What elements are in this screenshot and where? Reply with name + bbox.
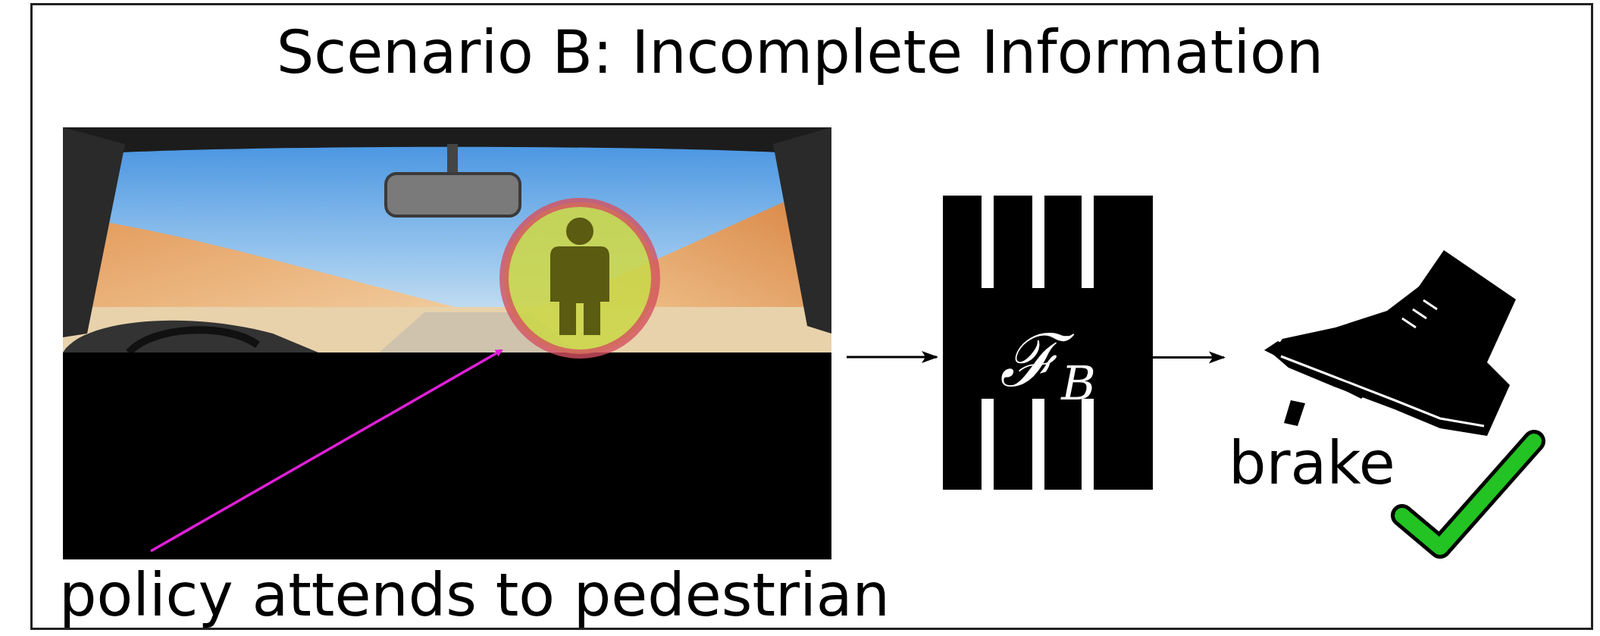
brake-action: brake [1224, 227, 1543, 516]
notch [1032, 195, 1045, 289]
notch [1081, 398, 1094, 490]
policy-symbol: ℱ [999, 318, 1060, 404]
policy-subscript: B [1061, 355, 1096, 411]
policy-box: ℱB [942, 195, 1153, 490]
notch [981, 398, 994, 490]
flow-arrow [1152, 356, 1225, 359]
callout-label: policy attends to pedestrian [59, 565, 890, 625]
action-label: brake [1228, 433, 1396, 493]
notch [1081, 195, 1094, 289]
title: Scenario B: Incomplete Information [0, 22, 1600, 82]
formula: ℱB [942, 307, 1153, 411]
notch [981, 195, 994, 289]
notch [1032, 398, 1045, 490]
